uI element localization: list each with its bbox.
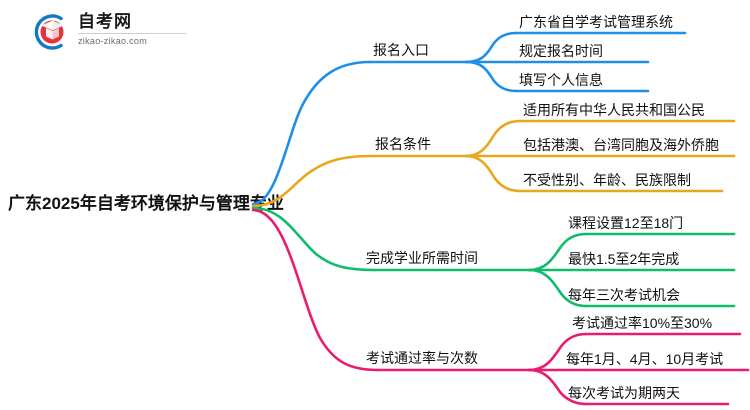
leaf-label-4-2[interactable]: 每年1月、4月、10月考试: [566, 351, 724, 367]
zikao-logo-icon: [34, 14, 64, 50]
branch-1-connector: [251, 31, 687, 206]
site-logo: 自考网 zikao-zikao.com: [30, 10, 190, 54]
leaf-label-1-3[interactable]: 填写个人信息: [519, 72, 603, 88]
logo-divider: [78, 33, 186, 34]
logo-subtitle: zikao-zikao.com: [78, 36, 148, 46]
branch-label-3[interactable]: 完成学业所需时间: [366, 250, 478, 266]
leaf-label-4-1[interactable]: 考试通过率10%至30%: [572, 315, 713, 331]
logo-text-block: 自考网 zikao-zikao.com: [78, 12, 190, 47]
logo-title: 自考网: [78, 12, 132, 31]
leaf-label-2-1[interactable]: 适用所有中华人民共和国公民: [523, 102, 705, 118]
leaf-label-3-1[interactable]: 课程设置12至18门: [568, 215, 684, 231]
branch-3-connector: [251, 206, 736, 308]
leaf-label-2-3[interactable]: 不受性别、年龄、民族限制: [523, 172, 691, 188]
leaf-label-4-3[interactable]: 每次考试为期两天: [568, 385, 680, 401]
leaf-label-3-3[interactable]: 每年三次考试机会: [568, 287, 680, 303]
branch-label-1[interactable]: 报名入口: [373, 42, 429, 58]
leaf-label-1-1[interactable]: 广东省自学考试管理系统: [519, 14, 673, 30]
branch-label-2[interactable]: 报名条件: [375, 136, 431, 152]
branch-label-4[interactable]: 考试通过率与次数: [366, 350, 478, 366]
leaf-label-1-2[interactable]: 规定报名时间: [519, 43, 603, 59]
mindmap-root-title: 广东2025年自考环境保护与管理专业: [8, 194, 284, 213]
branch-4-connector: [251, 208, 750, 406]
branch-2-connector: [251, 119, 736, 208]
leaf-label-3-2[interactable]: 最快1.5至2年完成: [568, 251, 680, 267]
leaf-label-2-2[interactable]: 包括港澳、台湾同胞及海外侨胞: [523, 137, 719, 153]
